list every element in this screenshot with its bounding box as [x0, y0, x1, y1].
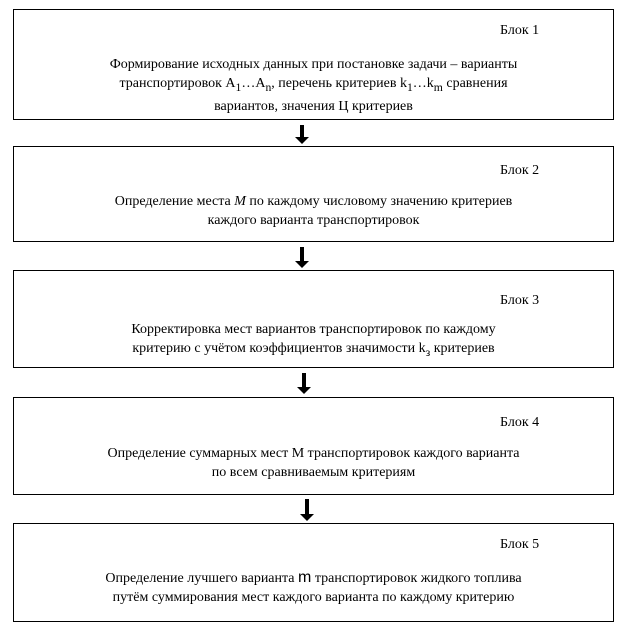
block-4: Блок 4 Определение суммарных мест М тран… — [13, 397, 614, 495]
block-3-line-1: Корректировка мест вариантов транспортир… — [131, 322, 496, 337]
block-1-title: Блок 1 — [500, 23, 540, 38]
block-1: Блок 1 Формирование исходных данных при … — [13, 9, 614, 120]
arrow-2-to-3 — [295, 247, 309, 268]
block-5-line-1: Определение лучшего варианта m транспорт… — [105, 569, 522, 586]
block-4-title: Блок 4 — [500, 415, 540, 430]
block-2-text: Определение места M по каждому числовому… — [14, 192, 613, 230]
block-3-text: Корректировка мест вариантов транспортир… — [14, 320, 613, 362]
block-4-line-1: Определение суммарных мест М транспортир… — [107, 446, 520, 461]
block-2: Блок 2 Определение места M по каждому чи… — [13, 146, 614, 242]
block-5-text: Определение лучшего варианта m транспорт… — [14, 568, 613, 607]
arrow-4-to-5 — [300, 499, 314, 521]
block-1-line-3: вариантов, значения Ц критериев — [214, 98, 413, 114]
block-2-line-2: каждого варианта транспортировок — [207, 213, 420, 228]
block-3: Блок 3 Корректировка мест вариантов тран… — [13, 270, 614, 368]
block-2-title: Блок 2 — [500, 163, 540, 178]
block-4-line-2: по всем сравниваемым критериям — [211, 465, 416, 480]
arrow-1-to-2 — [295, 125, 309, 144]
block-5-title: Блок 5 — [500, 537, 540, 552]
arrow-3-to-4 — [297, 373, 311, 394]
block-1-line-1: Формирование исходных данных при постано… — [109, 57, 518, 72]
block-5: Блок 5 Определение лучшего варианта m тр… — [13, 523, 614, 622]
block-3-line-2: критерию с учётом коэффициентов значимос… — [132, 341, 495, 359]
block-1-line-2: транспортировок A1…An, перечень критерие… — [119, 76, 508, 94]
block-4-text: Определение суммарных мест М транспортир… — [14, 444, 613, 482]
block-2-line-1: Определение места M по каждому числовому… — [114, 194, 513, 209]
block-3-title: Блок 3 — [500, 293, 540, 308]
block-1-text: Формирование исходных данных при постано… — [14, 55, 613, 116]
block-5-line-2: путём суммирования мест каждого варианта… — [112, 590, 515, 605]
